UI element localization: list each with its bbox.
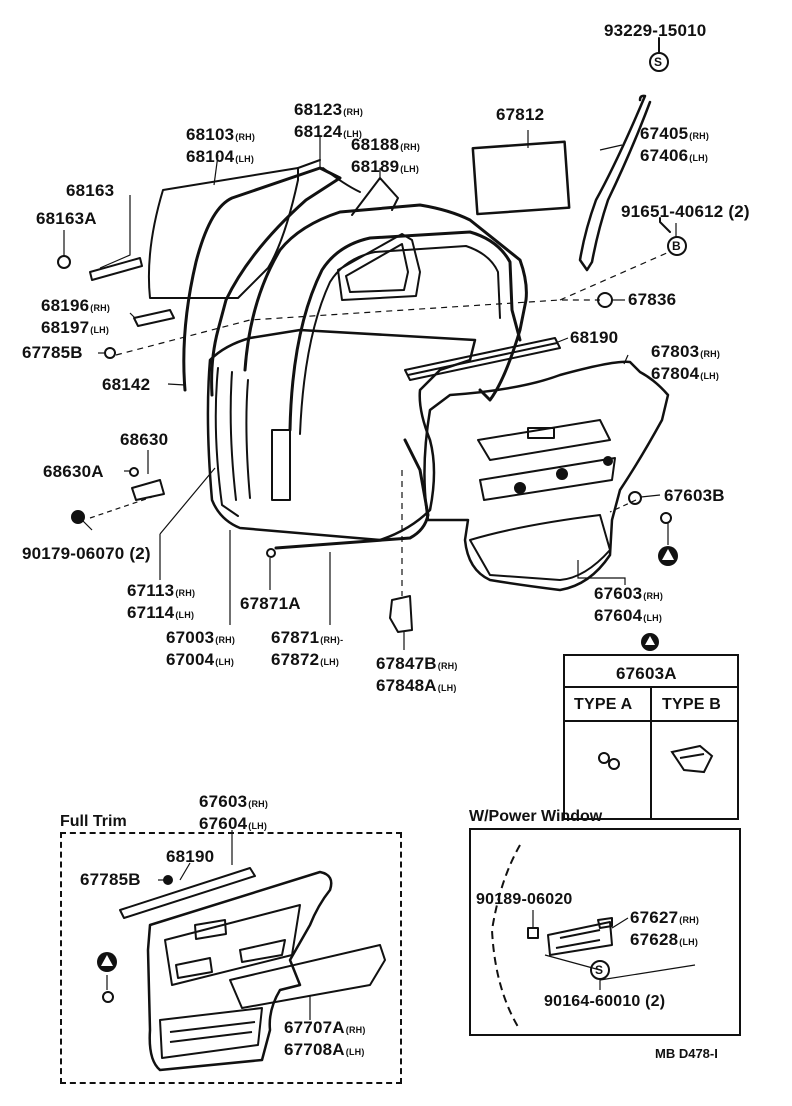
label-91651-40612: 91651-40612 (2): [621, 202, 750, 221]
drawing-code: MB D478-I: [655, 1046, 718, 1061]
service-hole-cover: [471, 140, 571, 216]
label-68188-68189: 68188(RH) 68189(LH): [351, 135, 421, 176]
label-68163a: 68163A: [36, 209, 97, 228]
label-67707a-67708a: 67707A(RH) 67708A(LH): [284, 1018, 366, 1059]
label-67871a: 67871A: [240, 594, 301, 613]
type-a-clip-icon: [598, 750, 622, 770]
label-full-trim-68190: 68190: [166, 847, 215, 866]
label-full-trim-67603-67604: 67603(RH) 67604(LH): [199, 792, 269, 833]
power-window-title: W/Power Window: [469, 808, 603, 825]
label-67871-67872: 67871(RH)- 67872(LH): [271, 628, 344, 669]
belt-moulding: [404, 337, 561, 381]
label-68123-68124: 68123(RH) 68124(LH): [294, 100, 364, 141]
table-col-type-b: TYPE B: [662, 696, 721, 713]
label-68142: 68142: [102, 375, 151, 394]
door-shell: [206, 328, 477, 542]
label-67603b: 67603B: [664, 486, 725, 505]
label-67405-67406: 67405(RH) 67406(LH): [640, 124, 710, 165]
label-67003-67004: 67003(RH) 67004(LH): [166, 628, 236, 669]
fastener-type-table: [563, 654, 739, 820]
power-window-inset: [469, 828, 741, 1036]
label-68190: 68190: [570, 328, 619, 347]
s-symbol-power-window: S: [595, 963, 604, 977]
label-67812: 67812: [496, 105, 545, 124]
door-trim-board: [423, 360, 670, 592]
label-67847b-67848a: 67847B(RH) 67848A(LH): [376, 654, 458, 695]
label-93229-15010: 93229-15010: [604, 21, 707, 40]
label-68630: 68630: [120, 430, 169, 449]
label-67803-67804: 67803(RH) 67804(LH): [651, 342, 721, 383]
table-title: 67603A: [616, 664, 677, 683]
full-trim-title: Full Trim: [60, 813, 127, 830]
label-90189-06020: 90189-06020: [476, 891, 573, 908]
label-68196-68197: 68196(RH) 68197(LH): [41, 296, 111, 337]
label-90179-06070: 90179-06070 (2): [22, 544, 151, 563]
label-67603-67604: 67603(RH) 67604(LH): [594, 584, 664, 625]
label-67113-67114: 67113(RH) 67114(LH): [127, 581, 196, 622]
label-67785b: 67785B: [22, 343, 83, 362]
b-symbol: B: [672, 239, 681, 253]
full-trim-inset: [60, 832, 402, 1084]
label-68163: 68163: [66, 181, 115, 200]
glass-run-channel: [182, 166, 342, 397]
table-col-type-a: TYPE A: [574, 696, 633, 713]
label-full-trim-67785b: 67785B: [80, 870, 141, 889]
label-90164-60010: 90164-60010 (2): [544, 993, 666, 1010]
label-67627-67628: 67627(RH) 67628(LH): [630, 908, 700, 949]
label-67836: 67836: [628, 290, 677, 309]
door-frame-moulding: [578, 94, 652, 272]
label-68630a: 68630A: [43, 462, 104, 481]
label-68103-68104: 68103(RH) 68104(LH): [186, 125, 256, 166]
door-weatherstrip: [243, 203, 528, 402]
door-glass: [147, 167, 299, 299]
type-b-clip-icon: [670, 744, 714, 774]
s-symbol-top: S: [654, 55, 663, 69]
